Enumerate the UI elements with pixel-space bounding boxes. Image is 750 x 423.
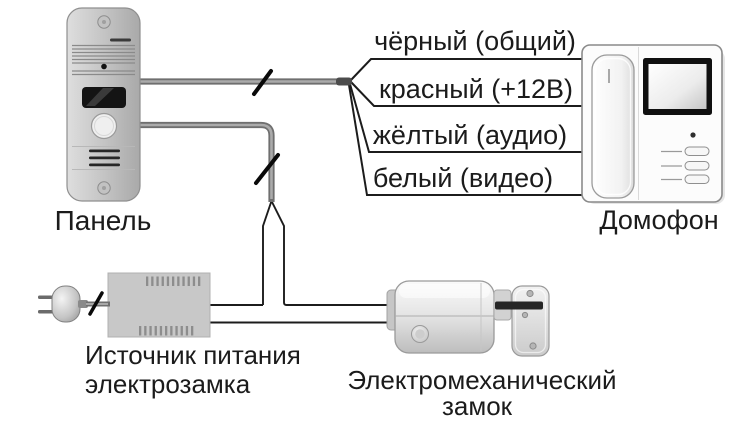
panel-lower-vents <box>89 149 120 167</box>
panel-mic-hole <box>101 63 107 70</box>
panel-call-button <box>90 112 118 140</box>
psu-label-line2: электрозамка <box>85 369 251 399</box>
lock-label-line1: Электромеханический <box>347 365 616 395</box>
psu-vents-bottom <box>139 326 194 336</box>
panel-camera-glare <box>86 88 114 106</box>
plug-cord-break-mark <box>88 291 104 316</box>
plug-body <box>51 285 81 323</box>
mains-plug <box>38 285 110 323</box>
monitor-handset-highlight <box>594 57 632 196</box>
wire-line-white-video <box>348 84 583 196</box>
intercom-monitor <box>581 44 725 204</box>
lock-strike-plate-highlight <box>514 288 547 354</box>
plug-prong-top <box>38 295 55 299</box>
strike-plate-hole-middle <box>521 311 529 319</box>
plug-neck <box>78 300 88 308</box>
cable-to-lock-core <box>139 123 273 199</box>
cable-break-mark-vertical <box>254 153 280 185</box>
power-supply-unit <box>38 272 211 338</box>
wire-line-yellow-audio <box>349 83 583 153</box>
lock-body-highlight <box>399 284 490 298</box>
panel-screw-top-center <box>102 20 106 24</box>
monitor-screen <box>648 64 707 109</box>
wire-label-black-common: чёрный (общий) <box>374 26 576 56</box>
monitor-button-2 <box>684 161 710 171</box>
door-panel <box>66 7 141 202</box>
panel-speaker-grille <box>72 44 135 76</box>
psu-label-line1: Источник питания <box>85 340 301 370</box>
monitor-button-3 <box>684 174 710 184</box>
split-wire-right <box>270 200 392 306</box>
electromechanical-lock <box>386 280 550 357</box>
lock-cylinder-center <box>415 329 425 339</box>
wire-line-black-common <box>350 58 583 81</box>
monitor-button-labels <box>661 150 682 181</box>
wire-line-red-12v <box>350 81 583 107</box>
monitor-buttons <box>684 146 710 184</box>
lock-circuit-lines <box>210 200 392 324</box>
lock-label-line2: замок <box>442 391 513 421</box>
panel-screw-bottom-center <box>102 186 106 190</box>
split-wire-left <box>262 200 273 305</box>
strike-plate-hole-top <box>526 289 534 298</box>
strike-plate-hole-bottom <box>529 342 537 350</box>
wire-label-white-video: белый (видео) <box>373 163 553 193</box>
monitor-handset <box>591 54 635 199</box>
cable-break-mark-top <box>252 69 273 96</box>
monitor-label: Домофон <box>599 205 718 235</box>
wire-label-red-12v: красный (+12В) <box>379 74 573 104</box>
cable-end-sleeve <box>336 77 352 86</box>
plug-prong-bottom <box>38 310 55 314</box>
panel-slot <box>110 38 131 42</box>
psu-vents-top <box>146 276 201 286</box>
lock-bolt <box>495 301 543 310</box>
panel-call-button-ring <box>94 116 114 136</box>
monitor-led <box>690 132 696 138</box>
monitor-button-1 <box>684 146 710 156</box>
panel-cables <box>139 69 352 202</box>
wire-fanout-lines <box>348 58 583 196</box>
panel-label: Панель <box>55 205 152 236</box>
cable-to-lock <box>139 121 275 202</box>
wire-label-yellow-audio: жёлтый (аудио) <box>373 120 567 150</box>
